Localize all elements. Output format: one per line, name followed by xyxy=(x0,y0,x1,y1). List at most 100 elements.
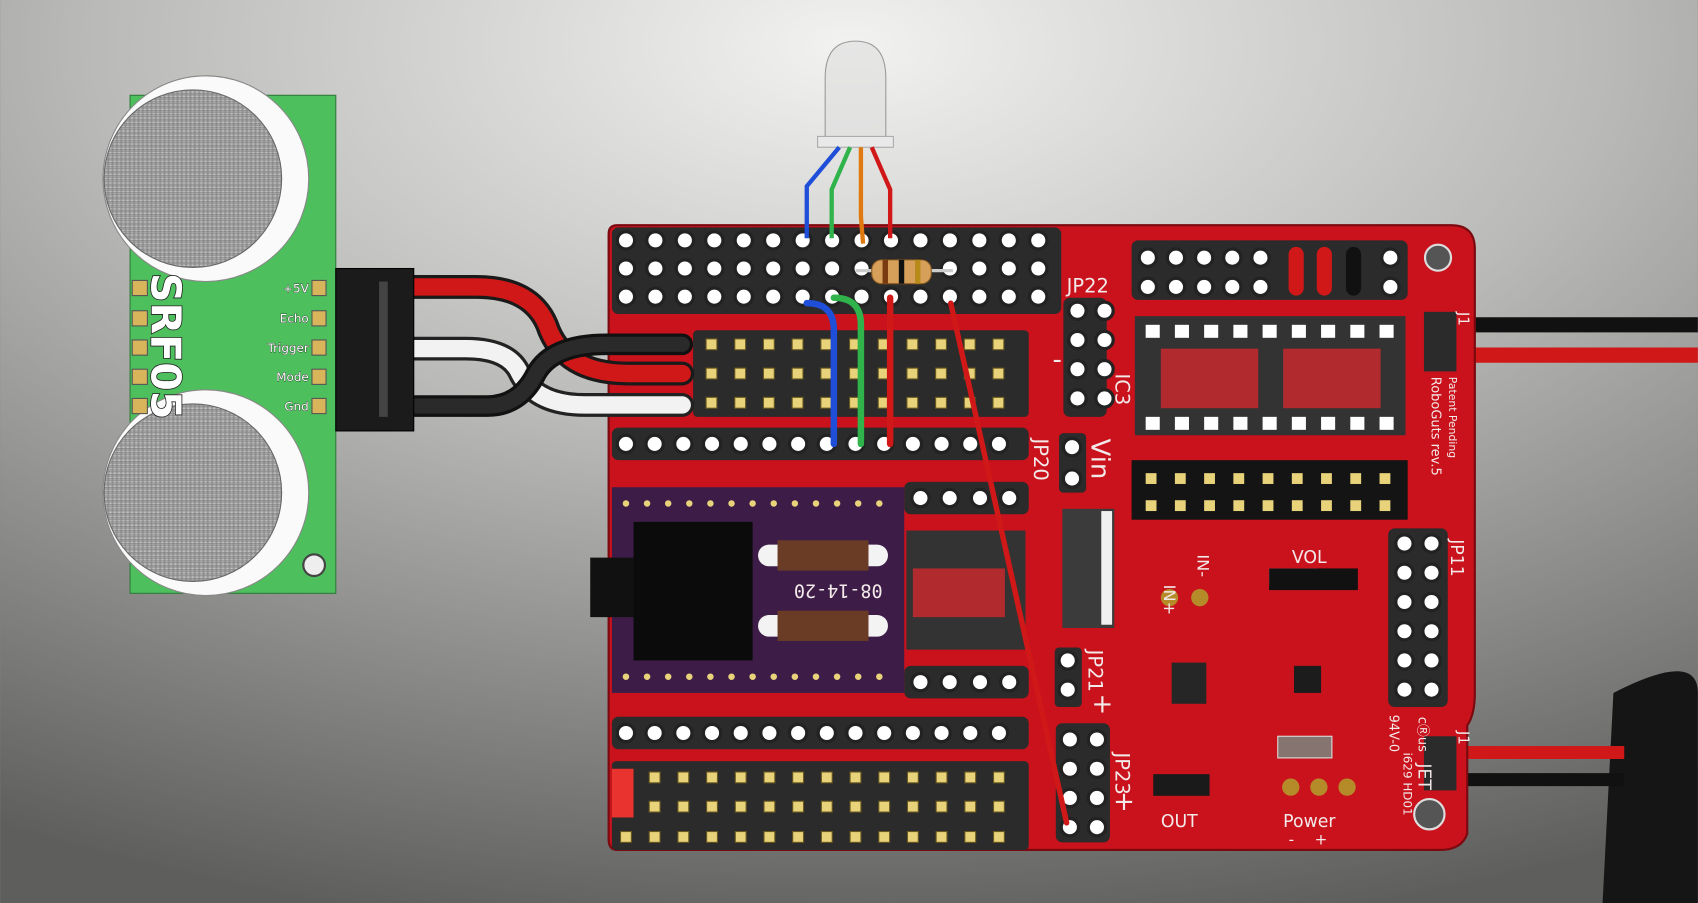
header-pin xyxy=(734,830,747,843)
sensor-pad xyxy=(131,310,148,327)
header-hole xyxy=(851,286,872,307)
header-pin xyxy=(878,771,891,784)
sensor-pad xyxy=(311,397,327,415)
header-pin xyxy=(820,771,833,784)
header-hole xyxy=(1165,247,1187,268)
header-pin xyxy=(963,338,976,351)
header-hole xyxy=(851,258,872,279)
label-power: Power xyxy=(1283,812,1336,832)
header-pin xyxy=(906,396,919,409)
header-pin xyxy=(820,396,833,409)
header-hole xyxy=(910,671,931,693)
module-pin xyxy=(728,500,735,507)
header-pin xyxy=(993,771,1005,784)
label-plus-jp23: + xyxy=(1113,787,1135,817)
header-hole xyxy=(959,433,981,455)
label-jp22: JP22 xyxy=(1066,274,1109,297)
jumper-pin xyxy=(1321,500,1332,512)
pin-label-trigger: Trigger xyxy=(267,341,309,355)
header-hole xyxy=(730,433,752,455)
header-hole xyxy=(1380,247,1401,268)
header-hole xyxy=(759,722,780,744)
header-hole xyxy=(939,671,960,693)
header-hole xyxy=(998,487,1020,509)
ic-pin xyxy=(1291,324,1306,338)
header-hole xyxy=(787,722,809,744)
header-pin xyxy=(762,396,775,409)
header-pin xyxy=(791,396,804,409)
label-j1-top: J1 xyxy=(1455,311,1473,326)
mount-hole xyxy=(1423,243,1453,272)
header-pin xyxy=(935,396,947,409)
jumper-pin xyxy=(1291,473,1303,484)
mount-hole xyxy=(1413,797,1446,831)
header-pin xyxy=(964,800,977,813)
header-hole xyxy=(873,722,895,744)
roboguts-board: JP22 IC3 JP20 Vin JP21 + JP23 + - JP11 I… xyxy=(607,224,1476,852)
header-pin xyxy=(734,771,747,784)
header-hole xyxy=(1094,388,1115,409)
purple-module: 08-14-20 xyxy=(590,487,905,693)
ic-pin xyxy=(1204,416,1219,430)
label-power-minus: - xyxy=(1289,831,1294,849)
label-jp20: JP20 xyxy=(1029,438,1052,481)
header-hole xyxy=(615,433,637,455)
sensor-pad xyxy=(311,279,327,297)
label-minus: - xyxy=(1053,345,1062,375)
label-in-minus: IN- xyxy=(1194,554,1213,577)
header-hole xyxy=(615,722,637,744)
header-hole xyxy=(969,258,990,279)
header-hole xyxy=(1067,388,1088,409)
header-hole xyxy=(1094,329,1115,351)
ic-pin xyxy=(1350,416,1365,430)
sensor-pad xyxy=(311,368,327,385)
header-hole xyxy=(645,230,666,251)
header-hole xyxy=(1421,650,1442,671)
label-vol: VOL xyxy=(1292,548,1327,568)
sensor-pad xyxy=(311,310,327,327)
resistor xyxy=(855,259,953,285)
jumper-pin xyxy=(1321,473,1332,484)
module-pin xyxy=(854,500,862,507)
ic-pin xyxy=(1145,324,1160,338)
header-pin xyxy=(964,771,977,784)
module-pin xyxy=(728,673,735,680)
module-pin xyxy=(664,500,672,507)
header-pin xyxy=(878,830,891,843)
jumper-pin xyxy=(1291,500,1303,512)
header-hole xyxy=(615,258,637,279)
header-pin xyxy=(820,800,833,813)
module-pin xyxy=(812,673,820,680)
ic-pin xyxy=(1174,324,1189,338)
header-pin xyxy=(906,367,919,380)
jumper-pin xyxy=(1233,473,1245,484)
header-hole xyxy=(762,258,784,279)
jumper-cap xyxy=(1345,246,1362,296)
header-hole xyxy=(644,722,665,744)
header-hole xyxy=(1165,276,1187,298)
sensor-pad xyxy=(131,279,148,297)
label-jp23: JP23 xyxy=(1110,752,1133,795)
header-hole xyxy=(704,230,725,251)
header-hole xyxy=(1222,276,1243,298)
jumper-wires xyxy=(803,294,1070,826)
header-hole xyxy=(704,286,725,307)
header-hole xyxy=(1421,533,1442,554)
header-pin xyxy=(763,830,776,843)
header-hole xyxy=(998,671,1020,693)
label-brand: RoboGuts rev.5 xyxy=(1428,377,1443,476)
header-hole xyxy=(645,286,666,307)
module-pin xyxy=(833,500,841,507)
header-pin xyxy=(935,338,947,351)
header-hole xyxy=(1193,247,1215,268)
module-pin xyxy=(876,500,883,507)
module-pin xyxy=(622,673,630,680)
sensor-name: SRF05 xyxy=(142,273,190,420)
pin-label-mode: Mode xyxy=(276,370,308,384)
header-hole xyxy=(1061,468,1083,489)
module-pin xyxy=(707,673,714,680)
header-hole xyxy=(1059,729,1081,750)
jumper-pin xyxy=(1379,473,1391,484)
header-pin xyxy=(992,338,1005,351)
